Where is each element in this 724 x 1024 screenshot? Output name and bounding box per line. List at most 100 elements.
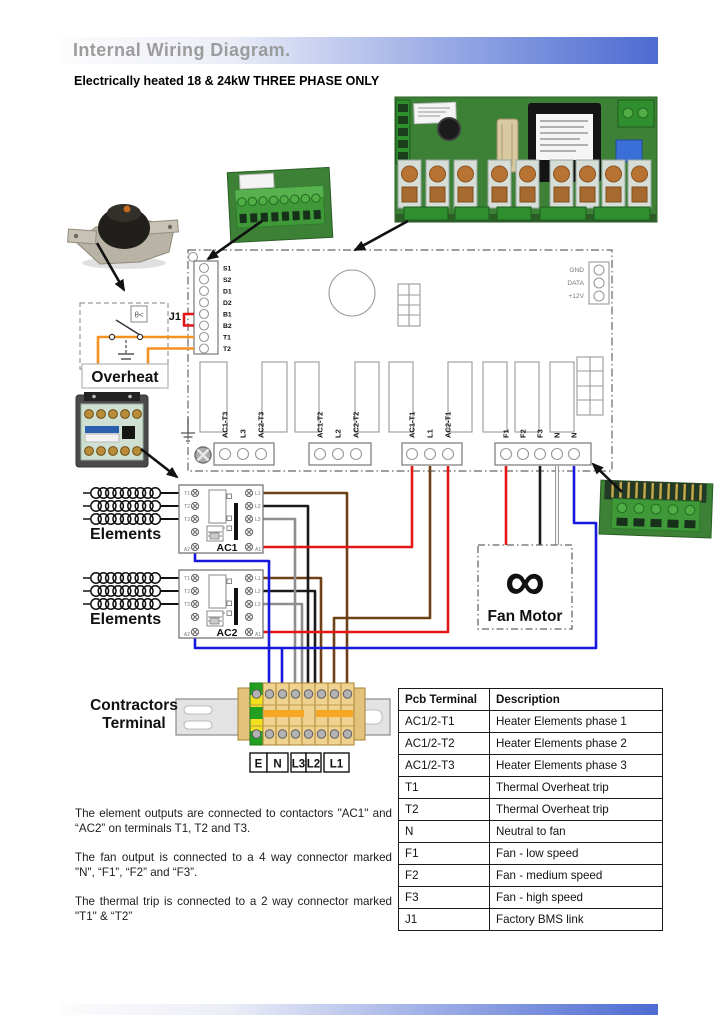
body-text: The element outputs are connected to con… [75, 806, 392, 937]
terminal-label: AC2-T2 [352, 412, 361, 438]
page-title: Internal Wiring Diagram. [73, 40, 291, 60]
footer-band [60, 1004, 658, 1015]
contractors-label-line2: Terminal [102, 715, 165, 732]
wire-black [252, 466, 542, 683]
fan-symbol: ∞ [505, 549, 545, 612]
ac2-pin-labels: T1 T2 T3 A2 L1 L2 L3 A1 [184, 576, 261, 638]
terminal-units [249, 682, 355, 746]
plus12v-label: +12V [568, 293, 584, 300]
contractors-terminal: E N L3 L2 L1 Contractors Terminal [90, 682, 391, 773]
pcb-photo-relays [397, 159, 652, 209]
terminal-l2-label: L2 [307, 759, 320, 771]
terminal-label: AC2-T1 [444, 412, 453, 438]
pin-label: A1 [255, 547, 261, 553]
page-subtitle: Electrically heated 18 & 24kW THREE PHAS… [74, 74, 380, 88]
pin-label: L1 [255, 491, 261, 497]
cell-terminal: F1 [398, 842, 490, 865]
table-header-row: Pcb Terminal Description [398, 688, 663, 711]
wire-brown [252, 466, 432, 683]
contactor-photo [75, 392, 149, 468]
ac2-contactor: Elements T1 T2 T3 A2 L1 L2 L3 A1 AC2 [82, 570, 263, 639]
wire-red [252, 466, 508, 634]
pcb-component-grid [397, 283, 421, 327]
cell-description: Thermal Overheat trip [489, 798, 663, 821]
thermal-switch-symbol [108, 319, 144, 360]
element-coil [82, 584, 194, 598]
fan-motor-box: ∞ Fan Motor [477, 544, 573, 630]
connector-photo-8way [226, 166, 334, 244]
elements-label: Elements [90, 526, 161, 543]
terminal-label: F1 [502, 429, 511, 438]
ac1-label: AC1 [216, 542, 237, 554]
cell-description: Heater Elements phase 2 [489, 732, 663, 755]
pin-label: T3 [184, 517, 190, 523]
cell-terminal: N [398, 820, 490, 843]
pcb-circle-cutout [328, 269, 376, 317]
pin-label: T1 [184, 491, 190, 497]
terminal-label: AC1-T3 [221, 412, 230, 438]
terminal-label: L3 [239, 429, 248, 438]
mains-terminal-labels: E N L3 L2 L1 [249, 752, 350, 773]
pin-label: T1 [223, 335, 231, 342]
pin-label: L3 [255, 517, 261, 523]
bridge-bar [264, 710, 304, 717]
pcb-photo-bottom-connectors [403, 206, 651, 221]
pcb-pin-strip [193, 260, 219, 355]
arrow-icon [140, 447, 179, 479]
cell-terminal: T1 [398, 776, 490, 799]
cell-terminal: AC1/2-T1 [398, 710, 490, 733]
cell-description: Factory BMS link [489, 908, 663, 931]
cell-description: Neutral to fan [489, 820, 663, 843]
overheat-detail: θ< Overheat [79, 302, 194, 389]
terminal-label: L1 [426, 429, 435, 438]
pcb-terminal-blocks [213, 442, 592, 466]
aux-labels: GND DATA +12V [567, 267, 584, 300]
arrow-icon [206, 219, 263, 261]
pin-label: D2 [223, 300, 232, 307]
overheat-label: Overheat [91, 369, 158, 386]
paragraph-thermal: The thermal trip is connected to a 2 way… [75, 894, 392, 924]
arrow-icon [591, 462, 623, 493]
aux-connector [588, 261, 610, 305]
pin-label: B2 [223, 323, 232, 330]
cell-description: Thermal Overheat trip [489, 776, 663, 799]
element-coil [82, 499, 194, 513]
pin-label: L3 [255, 602, 261, 608]
terminal-label: N [553, 433, 562, 438]
pin-label: L2 [255, 504, 261, 510]
cell-description: Heater Elements phase 1 [489, 710, 663, 733]
j1-link-wire [182, 312, 194, 327]
gnd-label: GND [569, 267, 584, 274]
terminal-l1-label: L1 [330, 759, 344, 771]
pin-label: T2 [184, 504, 190, 510]
pin-label: T2 [184, 589, 190, 595]
element-coil [82, 512, 194, 526]
cell-terminal: T2 [398, 798, 490, 821]
connector-photo-5way [598, 479, 714, 539]
cell-terminal: F2 [398, 864, 490, 887]
terminal-label: F3 [536, 429, 545, 438]
pcb-outline: S1 S2 D1 D2 B1 B2 T1 T2 J1 GND DATA [169, 249, 613, 472]
terminal-l3-label: L3 [292, 759, 305, 771]
ac1-contactor: Elements T1 T2 T3 A2 L1 L2 L3 A1 AC1 [82, 485, 263, 554]
arrow-icon [353, 219, 409, 252]
paragraph-fan: The fan output is connected to a 4 way c… [75, 850, 392, 880]
pin-label: L1 [255, 576, 261, 582]
pin-label: A2 [184, 547, 190, 553]
terminal-label: L2 [334, 429, 343, 438]
cell-description: Fan - medium speed [489, 864, 663, 887]
relay-outlines [199, 361, 575, 433]
wires [193, 466, 598, 683]
wire-blue [193, 466, 598, 683]
pin-label: L2 [255, 589, 261, 595]
paragraph-elements: The element outputs are connected to con… [75, 807, 392, 836]
